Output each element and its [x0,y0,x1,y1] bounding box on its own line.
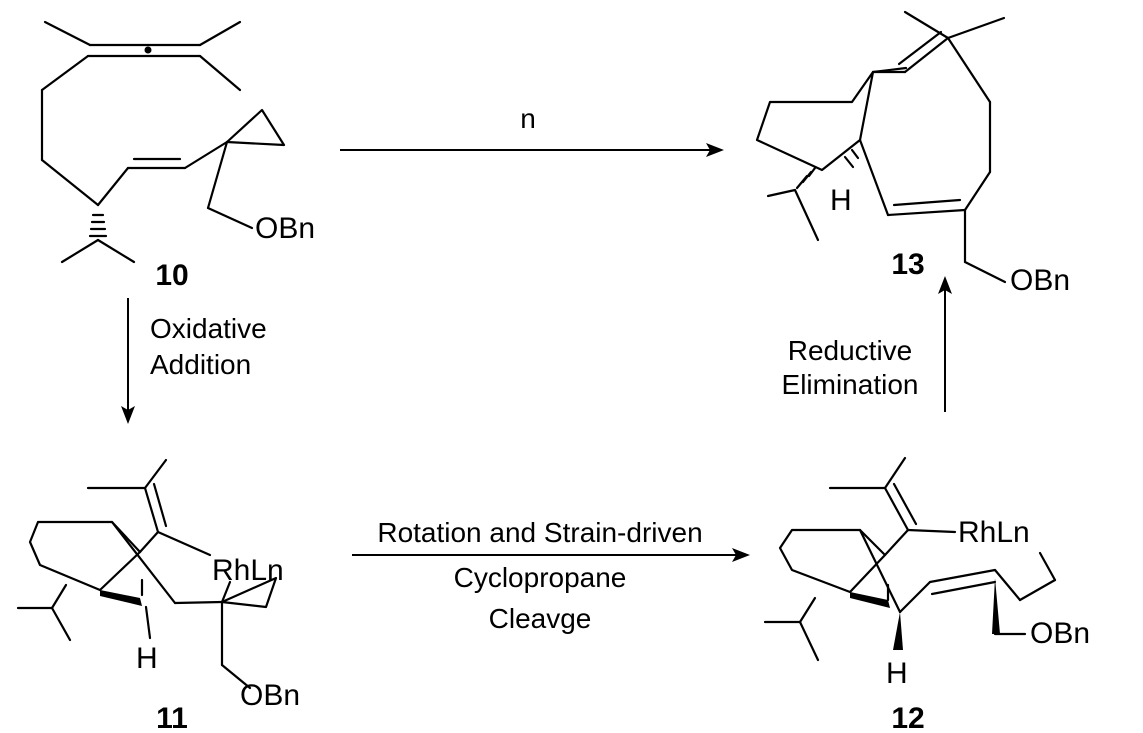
oxidative-addition-line1: Oxidative [150,313,267,344]
rhln-label-12: RhLn [958,516,1030,549]
rhln-label-11: RhLn [212,554,284,587]
compound-number-11: 11 [156,702,188,733]
arrow-top: n [340,103,724,157]
compound-12: RhLn H OBn 12 [763,456,1090,733]
hash-bond [843,148,860,169]
top-step-label: n [520,103,536,134]
reductive-elimination-line2: Elimination [782,369,919,400]
compound-number-10: 10 [155,259,188,292]
cleavage-line3: Cleavge [489,603,592,634]
h-label-13: H [830,184,852,217]
cleavage-line1: Rotation and Strain-driven [377,517,702,548]
arrow-cleavage: Rotation and Strain-driven Cyclopropane … [352,517,750,634]
compound-10: OBn 10 [40,20,315,292]
oxidative-addition-line2: Addition [150,349,251,380]
cleavage-line2: Cyclopropane [454,562,627,593]
compound-13: H OBn 13 [755,10,1070,297]
obn-label-10: OBn [255,212,315,245]
h-label-12: H [886,657,908,690]
hash-bond [88,213,108,238]
hash-bond [795,166,817,190]
h-label-11: H [136,642,158,675]
reductive-elimination-line1: Reductive [788,335,913,366]
arrow-reductive-elimination: Reductive Elimination [782,276,952,412]
compound-number-13: 13 [891,248,924,281]
arrow-oxidative-addition: Oxidative Addition [121,298,267,424]
compound-11: RhLn H OBn 11 [16,458,300,733]
obn-label-11: OBn [240,679,300,712]
compound-number-12: 12 [891,702,924,733]
obn-label-13: OBn [1010,264,1070,297]
obn-label-12: OBn [1030,617,1090,650]
